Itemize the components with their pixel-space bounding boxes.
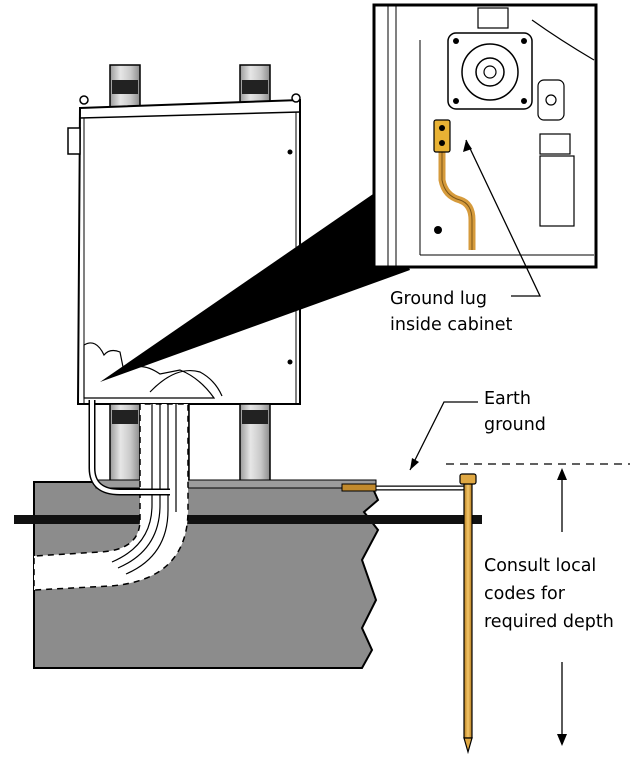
earth-ground-leader <box>409 401 478 471</box>
consult-codes-label: Consult local codes for required depth <box>484 552 614 636</box>
ground-rod-icon <box>459 473 477 755</box>
ground-lug-icon <box>433 119 451 153</box>
ground-lug-leader <box>465 139 542 297</box>
cabinet <box>67 93 301 405</box>
bottom-pillars <box>109 403 271 485</box>
ground-lug-line-2: inside cabinet <box>390 315 513 335</box>
consult-codes-line-1: Consult local <box>484 556 597 576</box>
depth-arrow-icon <box>557 468 567 746</box>
detail-inset <box>372 3 598 269</box>
ground-lug-label: Ground lug inside cabinet <box>390 286 512 338</box>
ground-lug-line-1: Ground lug <box>390 289 487 309</box>
earth-ground-line-1: Earth <box>484 389 531 409</box>
consult-codes-line-2: codes for <box>484 584 565 604</box>
consult-codes-line-3: required depth <box>484 612 614 632</box>
earth-ground-line-2: ground <box>484 415 546 435</box>
earth-ground-label: Earth ground <box>484 386 546 438</box>
callout-wedge <box>100 192 410 382</box>
concrete-pad <box>33 481 380 669</box>
